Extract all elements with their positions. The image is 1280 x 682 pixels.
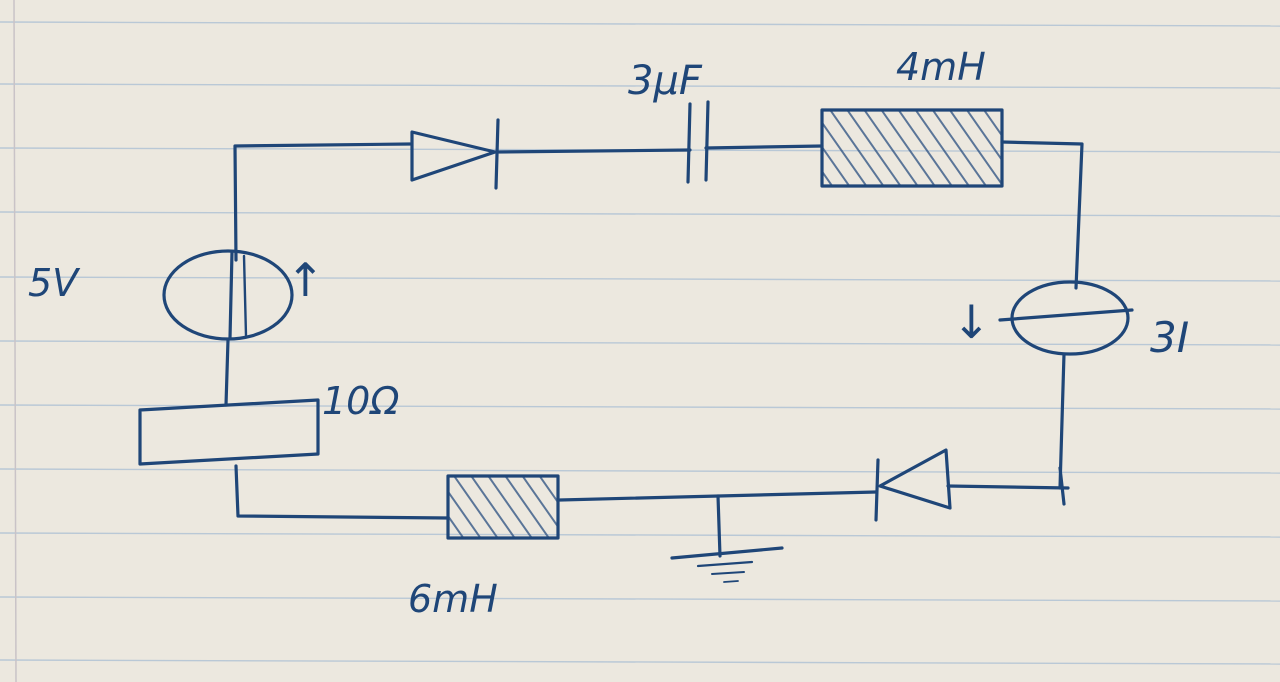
current-source-arrow-icon: ↓: [952, 295, 991, 349]
margin-line: [13, 0, 17, 682]
diode-bottom: [874, 448, 952, 522]
wire-right: [1058, 352, 1066, 506]
resistor: [138, 398, 320, 466]
voltage-source-label: 5V: [28, 261, 81, 305]
wire-diode-capacitor: [494, 148, 692, 154]
inductor-bottom-label: 6mH: [408, 577, 498, 621]
capacitor-label: 3µF: [628, 58, 703, 104]
voltage-source: [162, 249, 294, 341]
ruled-lines: [0, 21, 1280, 665]
wire-bottom-left: [234, 464, 450, 520]
resistor-label: 10Ω: [322, 379, 399, 423]
current-source-label: 3I: [1150, 313, 1189, 362]
wire-bottom-right: [946, 484, 1070, 490]
wire-capacitor-inductor: [704, 144, 824, 150]
current-source: [998, 280, 1134, 356]
diode-top: [410, 118, 500, 190]
inductor-top: [820, 108, 1004, 188]
voltage-source-arrow-icon: ↑: [286, 253, 325, 307]
ground-symbol: [670, 494, 784, 583]
capacitor-symbol: [686, 100, 710, 184]
inductor-top-label: 4mH: [896, 45, 986, 89]
wire-top-left: [233, 142, 412, 262]
inductor-bottom: [446, 474, 560, 540]
wire-top-right: [1000, 140, 1084, 290]
wire-left: [224, 338, 230, 407]
